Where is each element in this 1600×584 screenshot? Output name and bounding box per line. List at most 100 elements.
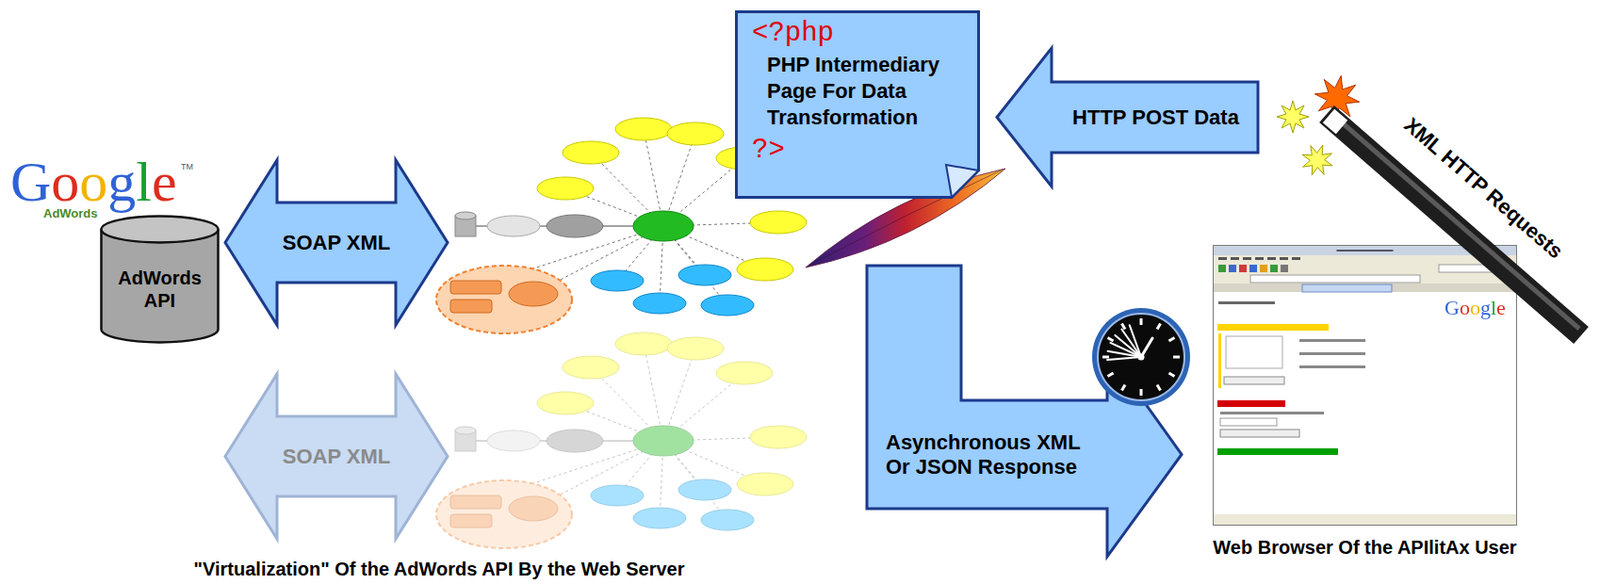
clock-icon (1157, 384, 1161, 391)
post-arrow: HTTP POST Data (995, 46, 1260, 189)
clock-icon (1157, 323, 1161, 329)
php-page: <?phpPHP Intermediary Page For Data Tran… (734, 10, 980, 199)
button (1220, 429, 1300, 438)
spark-burst (1276, 71, 1364, 181)
clock-icon (1140, 318, 1143, 326)
screenshot-part (1279, 257, 1289, 261)
trademark-mark: TM (180, 162, 194, 172)
figure-caption: "Virtualization" Of the AdWords API By t… (194, 557, 686, 581)
class-graph-illustration (537, 117, 807, 281)
class-graph-illustration (455, 212, 476, 220)
clock-icon (1140, 389, 1143, 396)
screenshot-part (1230, 257, 1240, 261)
clock-icon (1102, 356, 1110, 360)
screenshot-part (1228, 264, 1237, 273)
logo-wordmark: Google (10, 147, 178, 216)
arrow-label: Asynchronous XML Or JSON Response (885, 430, 1095, 480)
php-close-tag: ?> (751, 134, 785, 167)
double-arrow (225, 374, 448, 539)
arrow-label: SOAP XML (282, 230, 392, 256)
screenshot-part (1220, 411, 1324, 415)
screenshot-part (1299, 365, 1366, 369)
spark-burst (1310, 71, 1364, 125)
class-graph-illustration (633, 211, 694, 242)
figure-caption: Web Browser Of the APIlitAx User (1212, 536, 1517, 559)
screenshot-part (1299, 352, 1366, 356)
screenshot-part (1242, 257, 1252, 261)
screenshot-part (1218, 257, 1227, 261)
button (1224, 376, 1285, 385)
magic-wand (1328, 115, 1342, 128)
class-graph-illustration (701, 294, 754, 316)
document-box (736, 12, 980, 198)
clock-icon (1168, 373, 1175, 377)
class-graph-illustration (667, 122, 724, 146)
yellow-bar (1217, 324, 1329, 331)
screenshot-part (1218, 264, 1226, 273)
class-graph-illustration (546, 214, 604, 238)
clock-icon (1129, 325, 1142, 358)
response-arrow-outline (865, 263, 1184, 559)
page-title: PHP Intermediary Page For Data Transform… (767, 51, 956, 131)
left-arrow (996, 48, 1258, 187)
database-label: AdWords API (111, 266, 210, 312)
clock-icon (1108, 351, 1143, 358)
screenshot-part (1255, 257, 1264, 261)
class-graph-illustration (750, 211, 807, 234)
screenshot-part (1270, 264, 1278, 273)
soap-arrow-faded: SOAP XML (223, 372, 450, 541)
arrow-label: HTTP POST Data (1072, 105, 1240, 131)
logo-product-name: AdWords (43, 206, 98, 221)
tool-bar (1213, 262, 1517, 275)
clock-icon (1110, 342, 1142, 358)
soap-arrow: SOAP XML (223, 158, 450, 327)
spark-burst (1296, 139, 1339, 181)
screenshot-part (1267, 257, 1276, 261)
php-open-tag: <?php (751, 17, 834, 50)
magic-wand (1326, 114, 1582, 336)
screenshot-part (1291, 257, 1301, 261)
menu-bar (1213, 255, 1517, 263)
class-graph-illustration (537, 177, 594, 200)
search-box (1438, 264, 1505, 273)
address-bar (1213, 274, 1517, 284)
class-graph-illustration (603, 225, 634, 227)
status-bar (1213, 514, 1517, 525)
database-cylinder: AdWords API (99, 214, 220, 344)
class-graph-illustration (539, 225, 547, 227)
class-graph-illustration (590, 264, 754, 316)
wand-label: XML HTTP Requests (1399, 113, 1568, 264)
clock-icon (1122, 384, 1127, 391)
class-graph-illustration (475, 225, 488, 227)
screenshot-part (1239, 264, 1247, 273)
class-graph-illustration (678, 264, 732, 286)
text-area (1225, 336, 1283, 369)
class-graph-illustration (450, 299, 492, 313)
page-fold (946, 164, 980, 198)
clock-icon (1107, 357, 1142, 360)
browser-screenshot: Web Browser Of the APIlitAx User (1212, 244, 1518, 526)
browser-frame (1213, 245, 1518, 526)
browser-screenshot-outline (1212, 244, 1518, 526)
bent-arrow (866, 265, 1182, 557)
clock-icon (1097, 313, 1185, 401)
input-field (1220, 418, 1277, 426)
screenshot-part (1249, 264, 1258, 273)
clock-icon (1107, 338, 1113, 343)
clock-icon (1092, 308, 1191, 407)
class-graph-illustration (562, 141, 620, 164)
screenshot-logo: Google (1444, 295, 1506, 321)
clock-icon (1102, 318, 1180, 396)
class-graph-illustration (450, 280, 502, 294)
yellow-rule (1218, 333, 1222, 389)
class-graph-illustration (736, 258, 794, 281)
title-bar (1213, 245, 1517, 256)
green-bar (1217, 448, 1339, 456)
arrow-label: SOAP XML (282, 444, 392, 470)
response-arrow: Asynchronous XML Or JSON Response (865, 263, 1184, 559)
class-graph-illustration (615, 117, 672, 141)
clock-icon (1121, 329, 1142, 359)
clock-icon (1107, 373, 1113, 377)
screenshot-part (1299, 339, 1366, 343)
